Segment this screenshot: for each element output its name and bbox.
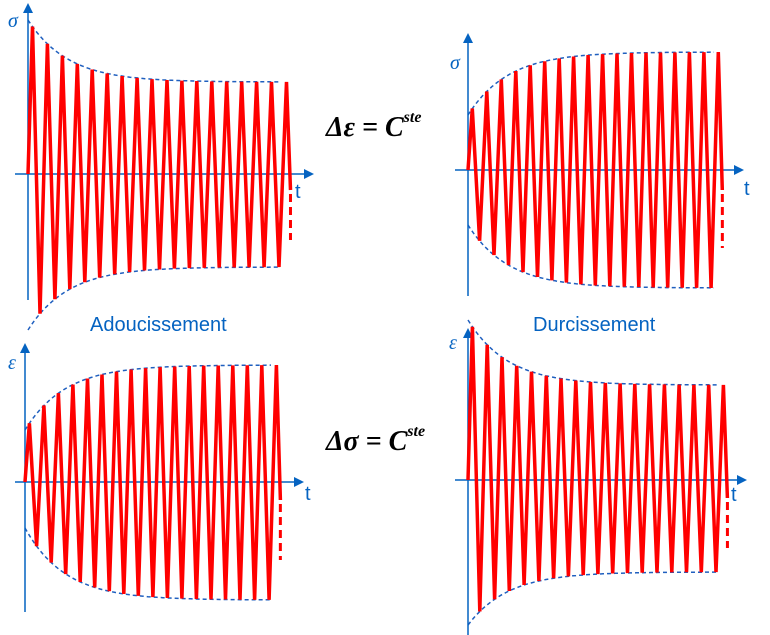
panel3-y-label: ε (8, 352, 16, 374)
panel2-signal (466, 52, 725, 288)
panel1-x-label: t (295, 181, 301, 203)
panel4-x-label: t (731, 484, 737, 506)
panel1-signal (26, 26, 293, 314)
panel4-y-label: ε (449, 332, 457, 354)
panel1-upper-envelope (27, 19, 280, 83)
panel3-signal (23, 365, 283, 600)
panel2-upper-envelope (467, 51, 714, 116)
panel1-y-label: σ (8, 10, 18, 32)
panel3-x-label: t (305, 483, 311, 505)
panel2-y-label: σ (450, 52, 460, 74)
panel4-lower-envelope (467, 571, 717, 626)
panel4-upper-envelope (467, 319, 717, 386)
panel3-lower-envelope (24, 527, 271, 601)
panel2-lower-envelope (467, 224, 714, 289)
stress-controlled-formula: Δσ = Cste (326, 422, 426, 457)
panel3-upper-envelope (24, 364, 271, 431)
softening-label: Adoucissement (90, 314, 227, 336)
panel4-signal (466, 326, 730, 612)
hardening-label: Durcissement (533, 314, 656, 336)
panel2-x-label: t (744, 178, 750, 200)
strain-controlled-formula: Δε = Cste (326, 108, 422, 143)
